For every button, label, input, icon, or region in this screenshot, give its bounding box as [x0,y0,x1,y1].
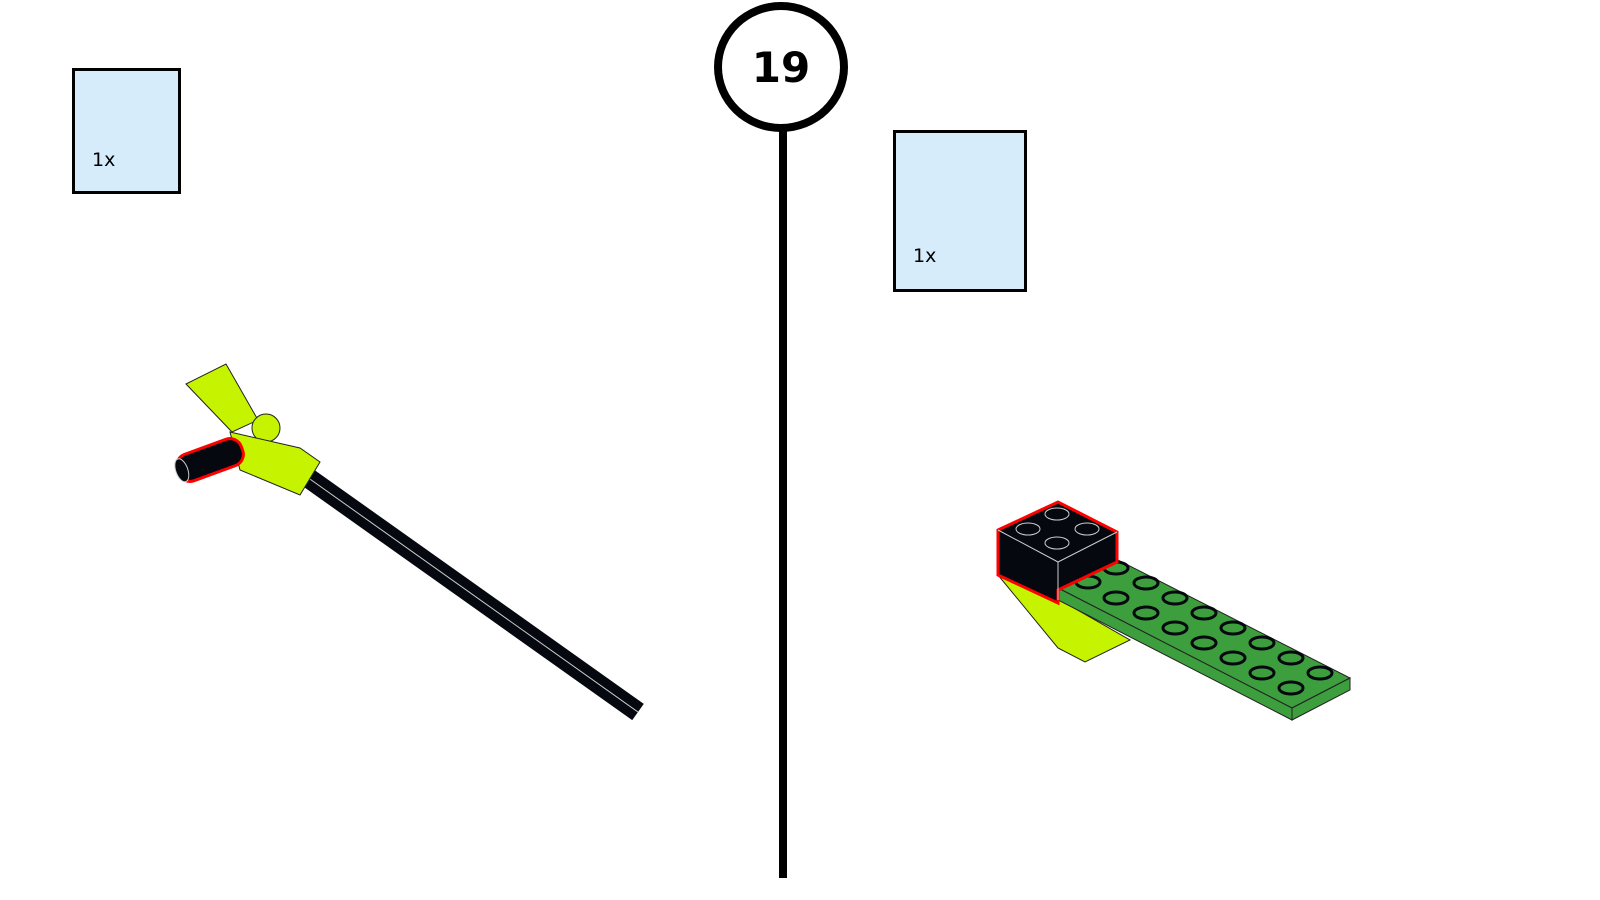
axle-assembly [174,363,644,721]
parts-callout-right: 1x [893,130,1027,292]
brick-assembly [996,500,1352,721]
step-number: 19 [714,2,848,132]
step-divider [779,128,787,878]
part-quantity: 1x [913,245,937,267]
part-quantity: 1x [92,149,116,171]
highlighted-pin [174,437,245,483]
parts-callout-left: 1x [72,68,181,194]
highlighted-brick [996,500,1119,606]
